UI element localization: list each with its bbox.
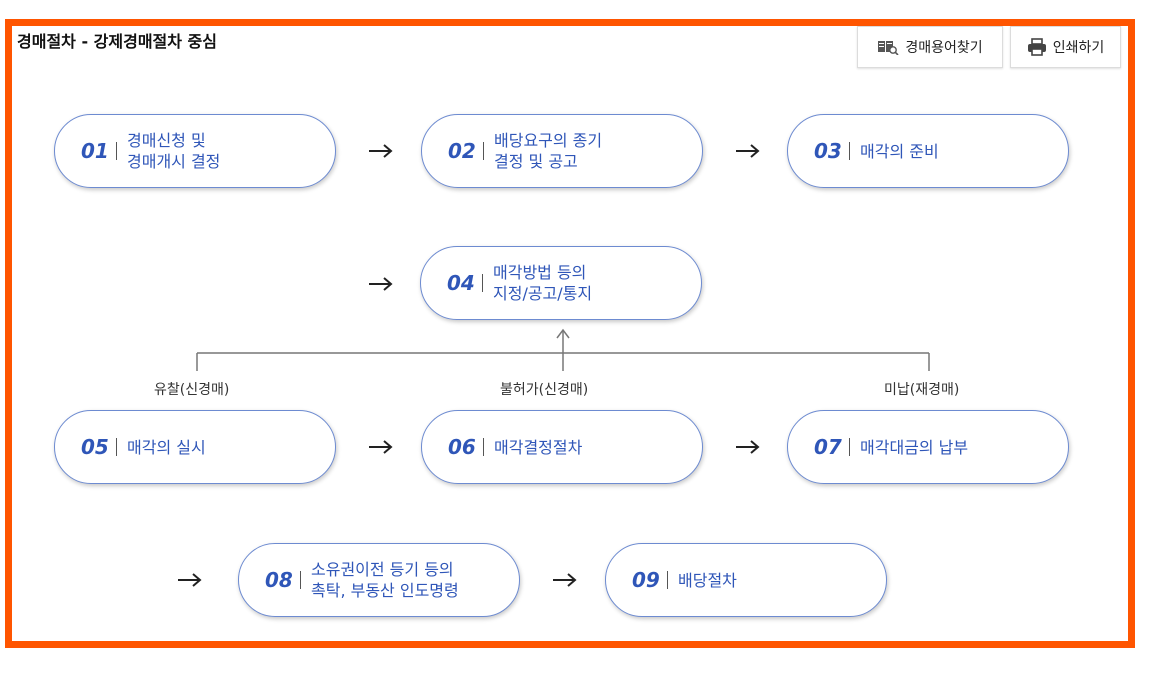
step-number: 04: [447, 271, 475, 295]
step-divider: [116, 438, 117, 456]
step-number: 05: [81, 435, 109, 459]
step-divider: [667, 571, 668, 589]
branch-label-right: 미납(재경매): [884, 382, 960, 398]
step-divider: [116, 142, 117, 160]
step-07[interactable]: 07 매각대금의 납부: [787, 410, 1069, 484]
step-number: 06: [448, 435, 476, 459]
step-number: 02: [448, 139, 476, 163]
step-divider: [849, 142, 850, 160]
step-05[interactable]: 05 매각의 실시: [54, 410, 336, 484]
step-divider: [483, 142, 484, 160]
step-label: 매각의 준비: [860, 141, 939, 161]
step-number: 08: [265, 568, 293, 592]
step-divider: [300, 571, 301, 589]
step-03[interactable]: 03 매각의 준비: [787, 114, 1069, 188]
step-01[interactable]: 01 경매신청 및 경매개시 결정: [54, 114, 336, 188]
step-label: 매각결정절차: [494, 437, 583, 457]
branch-label-middle: 불허가(신경매): [500, 382, 589, 398]
step-divider: [483, 438, 484, 456]
arrow-right-icon: [369, 277, 393, 291]
arrow-right-icon: [369, 440, 393, 454]
branch-label-left: 유찰(신경매): [154, 382, 230, 398]
arrow-right-icon: [178, 573, 202, 587]
page-title: 경매절차 - 강제경매절차 중심: [17, 32, 217, 51]
arrow-right-icon: [369, 144, 393, 158]
step-number: 03: [814, 139, 842, 163]
arrow-right-icon: [553, 573, 577, 587]
step-label: 매각대금의 납부: [860, 437, 969, 457]
step-divider: [482, 274, 483, 292]
step-09[interactable]: 09 배당절차: [605, 543, 887, 617]
step-08[interactable]: 08 소유권이전 등기 등의 촉탁, 부동산 인도명령: [238, 543, 520, 617]
step-06[interactable]: 06 매각결정절차: [421, 410, 703, 484]
book-search-icon: [877, 39, 899, 55]
step-number: 09: [632, 568, 660, 592]
print-button[interactable]: 인쇄하기: [1010, 26, 1121, 68]
step-number: 07: [814, 435, 842, 459]
step-label: 배당요구의 종기 결정 및 공고: [494, 131, 603, 171]
step-label: 경매신청 및 경매개시 결정: [127, 131, 221, 171]
step-label: 소유권이전 등기 등의 촉탁, 부동산 인도명령: [311, 560, 459, 600]
step-label: 매각의 실시: [127, 437, 206, 457]
step-04[interactable]: 04 매각방법 등의 지정/공고/통지: [420, 246, 702, 320]
glossary-search-label: 경매용어찾기: [905, 40, 983, 56]
glossary-search-button[interactable]: 경매용어찾기: [857, 26, 1003, 68]
arrow-right-icon: [736, 144, 760, 158]
print-label: 인쇄하기: [1052, 40, 1105, 56]
step-label: 배당절차: [678, 570, 737, 590]
step-number: 01: [81, 139, 109, 163]
step-02[interactable]: 02 배당요구의 종기 결정 및 공고: [421, 114, 703, 188]
printer-icon: [1027, 38, 1047, 56]
arrow-right-icon: [736, 440, 760, 454]
step-divider: [849, 438, 850, 456]
step-label: 매각방법 등의 지정/공고/통지: [493, 263, 593, 303]
